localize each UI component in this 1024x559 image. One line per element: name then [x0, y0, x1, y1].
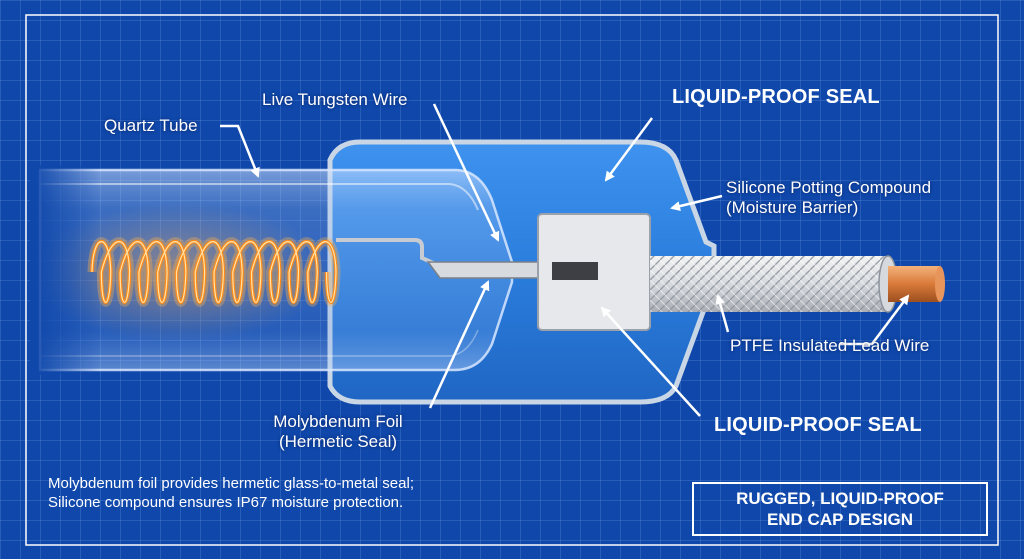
title-line1: RUGGED, LIQUID-PROOF [736, 489, 944, 508]
seal-crimp [552, 262, 598, 280]
title-box: RUGGED, LIQUID-PROOF END CAP DESIGN [692, 482, 988, 536]
footnote-line2: Silicone compound ensures IP67 moisture … [48, 494, 404, 511]
tube-highlight [40, 183, 479, 211]
housing-edge-arrow [715, 294, 730, 333]
liquid-proof-seal-bottom-label: LIQUID-PROOF SEAL [714, 414, 922, 436]
tungsten-filament-coil [87, 237, 341, 307]
tube-fade [30, 165, 100, 375]
quartz-tube-label: Quartz Tube [104, 116, 198, 135]
silicone-label-line2: (Moisture Barrier) [726, 198, 859, 217]
tungsten-lead [336, 238, 520, 268]
silicone-arrow [670, 194, 723, 211]
seal-bottom-arrow [600, 306, 701, 417]
copper-conductor [888, 266, 940, 302]
copper-tip [935, 266, 945, 302]
quartz-tube [38, 168, 514, 372]
liquid-proof-seal-top-label: LIQUID-PROOF SEAL [672, 86, 880, 108]
moly-label-line2: (Hermetic Seal) [278, 432, 398, 451]
tungsten-wire-arrow [432, 103, 500, 242]
moly-label-line1: Molybdenum Foil [273, 412, 403, 431]
ptfe-lead-label: PTFE Insulated Lead Wire [730, 336, 930, 355]
footnote-line1: Molybdenum foil provides hermetic glass-… [48, 475, 414, 492]
filament-coil-core [91, 241, 337, 303]
frame-border [25, 14, 999, 546]
moly-foil-arrow [428, 280, 490, 409]
quartz-tube-arrow [220, 124, 260, 178]
ptfe-lead-arrow [840, 294, 910, 346]
silicone-compound-label: Silicone Potting Compound (Moisture Barr… [726, 178, 931, 218]
title-line2: END CAP DESIGN [766, 510, 914, 529]
seal-top-arrow [604, 117, 654, 182]
footnote: Molybdenum foil provides hermetic glass-… [48, 474, 414, 512]
silicone-label-line1: Silicone Potting Compound [726, 178, 932, 197]
molybdenum-foil [426, 261, 557, 279]
tungsten-wire-label: Live Tungsten Wire [262, 90, 408, 109]
moly-foil-label: Molybdenum Foil (Hermetic Seal) [262, 412, 414, 452]
tube-lower-edge [40, 329, 479, 357]
ptfe-braid-texture [650, 256, 888, 312]
